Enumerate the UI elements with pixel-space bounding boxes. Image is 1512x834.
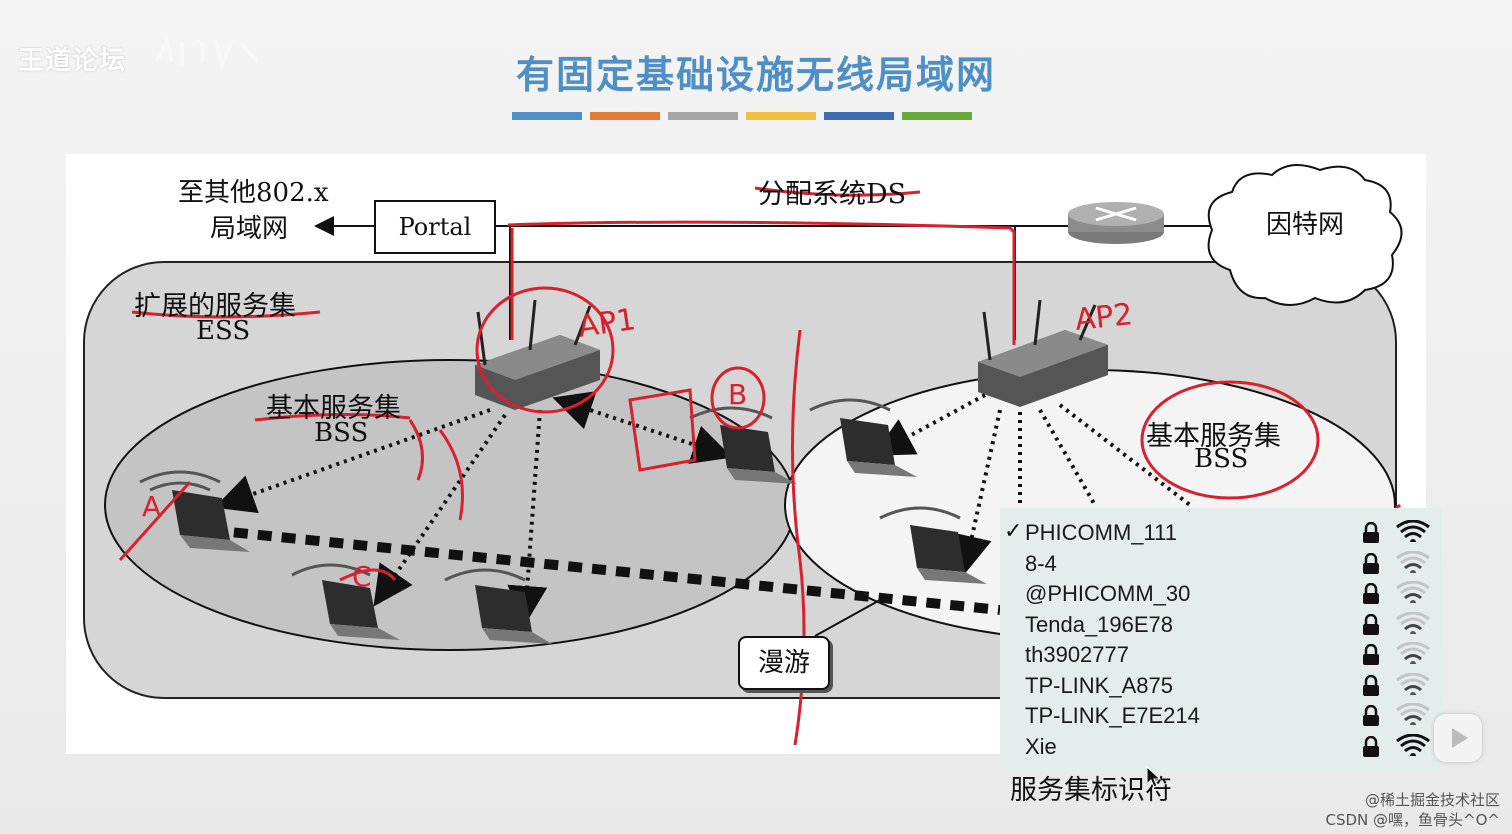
access-point-2-icon xyxy=(978,299,1108,407)
lock-icon xyxy=(1363,705,1379,726)
lock-icon xyxy=(1363,674,1379,696)
wifi-network-row[interactable]: TP-LINK_E7E214 xyxy=(1000,701,1442,731)
router-icon xyxy=(1068,202,1164,244)
ess-label: 扩展的服务集 xyxy=(134,291,296,322)
laptop-e-icon xyxy=(809,398,917,477)
title-bar-3 xyxy=(668,112,738,120)
lock-icon xyxy=(1363,644,1379,665)
wifi-signal-icon xyxy=(1396,672,1430,695)
laptop-d-icon xyxy=(444,568,552,644)
slide-title: 有固定基础设施无线局域网 xyxy=(515,53,996,97)
wifi-network-name: TP-LINK_A875 xyxy=(1025,672,1173,698)
lock-icon xyxy=(1363,552,1379,574)
bss-right-abbr: BSS xyxy=(1194,444,1249,474)
laptop-b-icon xyxy=(689,406,797,484)
wifi-network-name: TP-LINK_E7E214 xyxy=(1025,703,1200,728)
portal-box: Portal xyxy=(374,200,496,254)
ess-label-abbr: ESS xyxy=(196,316,251,346)
laptop-c-icon xyxy=(291,563,400,640)
annotation-ap2: AP2 xyxy=(1073,297,1135,338)
annotation-station-b: B xyxy=(728,378,748,411)
lock-icon xyxy=(1363,522,1379,543)
wifi-network-row[interactable]: 8-4 xyxy=(1000,549,1442,579)
title-bar-4 xyxy=(746,112,816,120)
to-other-lan-label-line2: 局域网 xyxy=(210,214,289,244)
lock-icon xyxy=(1363,613,1379,635)
laptop-a-icon xyxy=(139,470,250,552)
logo-graphic xyxy=(155,33,259,72)
wifi-signal-icon xyxy=(1396,520,1430,542)
wifi-signal-icon xyxy=(1396,733,1430,756)
wifi-network-name: Xie xyxy=(1025,733,1057,759)
play-icon xyxy=(1452,728,1468,748)
bss-left-label: 基本服务集 xyxy=(266,393,401,424)
wifi-network-name: PHICOMM_111 xyxy=(1025,520,1178,545)
mouse-cursor-icon xyxy=(1146,766,1162,788)
wifi-network-row[interactable]: TP-LINK_A875 xyxy=(1000,671,1442,701)
site-logo-text: 王道论坛 xyxy=(18,46,127,76)
wifi-signal-icon xyxy=(1396,581,1430,603)
lock-icon xyxy=(1363,583,1379,604)
internet-cloud-icon xyxy=(1207,164,1403,306)
wifi-network-name: th3902777 xyxy=(1025,642,1129,667)
watermark-line-2: CSDN @嘿，鱼骨头^O^ xyxy=(1325,811,1500,829)
title-bar-1 xyxy=(512,112,582,120)
checkmark-icon: ✓ xyxy=(1004,518,1023,543)
title-bar-5 xyxy=(824,112,894,120)
to-other-lan-label: 至其他802.x xyxy=(178,178,329,208)
ap2-wireless-links xyxy=(872,393,1192,576)
internet-label: 因特网 xyxy=(1266,210,1345,240)
roaming-label: 漫游 xyxy=(738,636,830,690)
play-button[interactable] xyxy=(1434,714,1482,762)
title-bar-2 xyxy=(590,112,660,120)
access-point-1-icon xyxy=(475,299,600,410)
wifi-network-name: @PHICOMM_30 xyxy=(1025,581,1191,606)
ssid-caption: 服务集标识符 xyxy=(1010,775,1172,806)
wifi-signal-icon xyxy=(1396,642,1430,664)
wifi-network-row[interactable]: th3902777 xyxy=(1000,640,1442,670)
ap1-wireless-links xyxy=(214,391,733,626)
watermark: @稀土掘金技术社区 CSDN @嘿，鱼骨头^O^ xyxy=(1300,790,1500,830)
watermark-line-1: @稀土掘金技术社区 xyxy=(1364,791,1500,809)
laptop-f-icon xyxy=(879,506,987,584)
wifi-network-row[interactable]: @PHICOMM_30 xyxy=(1000,579,1442,609)
roaming-path xyxy=(209,525,1001,615)
annotation-station-a: A xyxy=(142,490,162,523)
title-bar-6 xyxy=(902,112,972,120)
bss-right-label: 基本服务集 xyxy=(1146,421,1281,452)
wifi-signal-icon xyxy=(1396,703,1430,725)
wifi-network-name: 8-4 xyxy=(1025,550,1057,576)
bss-left-abbr: BSS xyxy=(314,418,369,448)
wifi-network-row[interactable]: Tenda_196E78 xyxy=(1000,610,1442,640)
distribution-system-label: 分配系统DS xyxy=(758,179,907,210)
wifi-network-row[interactable]: Xie xyxy=(1000,732,1442,762)
annotation-station-c: C xyxy=(352,560,372,593)
wifi-signal-icon xyxy=(1396,550,1430,573)
wifi-signal-icon xyxy=(1396,611,1430,634)
wifi-network-row[interactable]: ✓PHICOMM_111 xyxy=(1000,518,1442,548)
wifi-network-name: Tenda_196E78 xyxy=(1025,611,1174,637)
lock-icon xyxy=(1363,735,1379,757)
roaming-pointer xyxy=(814,599,881,637)
